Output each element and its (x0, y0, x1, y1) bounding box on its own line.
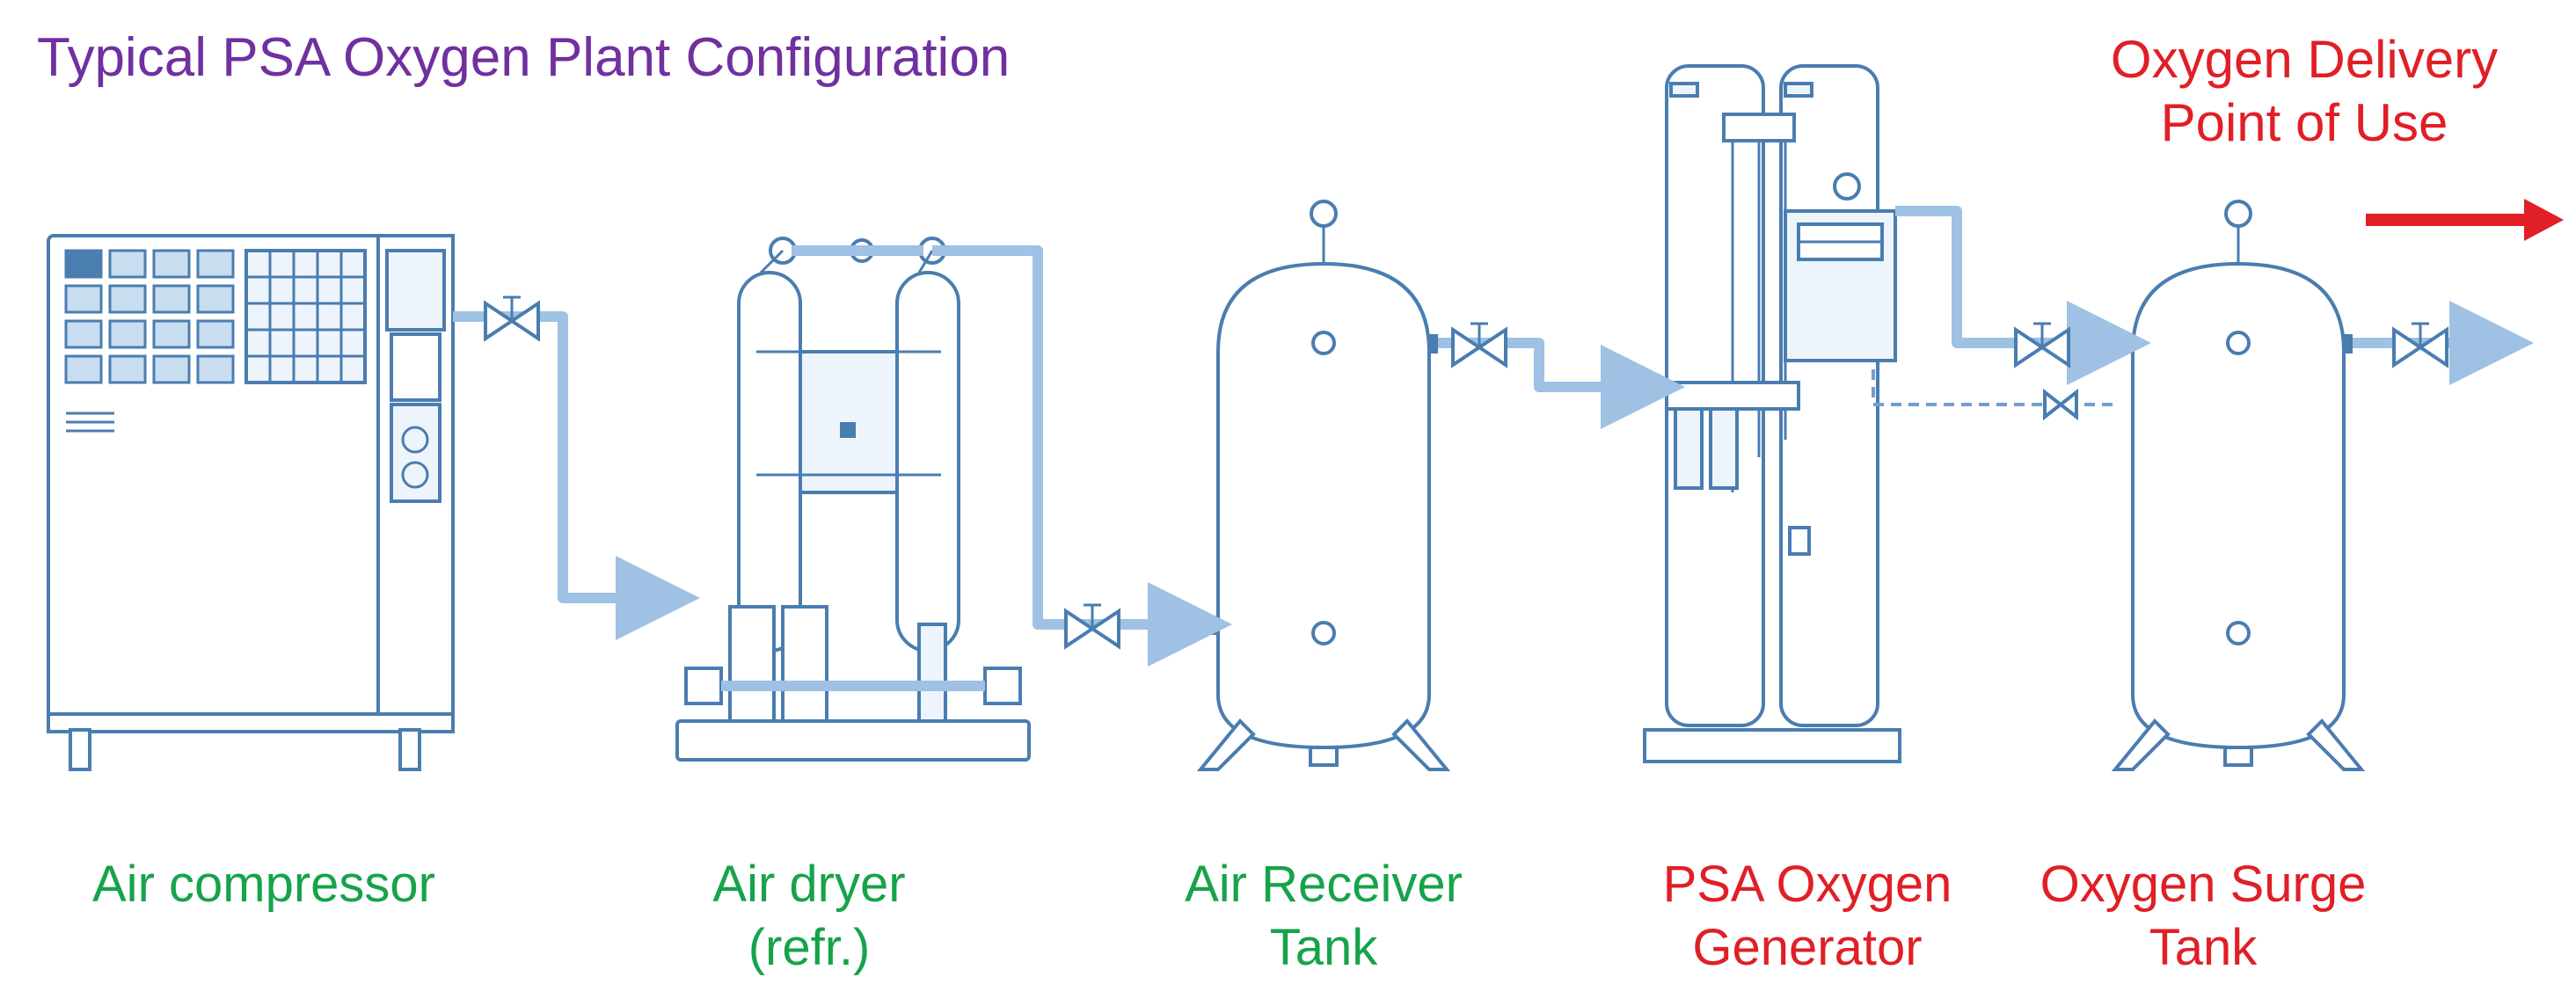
valve-icon (1451, 322, 1507, 368)
psa-oxygen-generator-label: PSA Oxygen Generator (1609, 853, 2005, 980)
stage-label-line2: Tank (2149, 919, 2258, 976)
valve-icon (1064, 603, 1120, 650)
air-dryer-illustration (675, 237, 1031, 762)
stage-label-line2: (refr.) (748, 919, 871, 976)
oxygen-surge-tank-illustration (2111, 200, 2366, 771)
air-receiver-tank-label: Air Receiver Tank (1126, 853, 1522, 980)
stage-label-line2: Generator (1692, 919, 1923, 976)
stage-label-line1: PSA Oxygen (1662, 856, 1952, 913)
delivery-label: Oxygen Delivery Point of Use (2040, 28, 2568, 155)
valve-icon (2043, 388, 2078, 421)
diagram-title: Typical PSA Oxygen Plant Configuration (37, 27, 1011, 88)
stage-label-line1: Air dryer (712, 856, 906, 913)
air-receiver-tank-illustration (1196, 200, 1451, 771)
air-compressor-label: Air compressor (35, 853, 493, 916)
stage-label-line1: Air Receiver (1185, 856, 1463, 913)
stage-label-line2: Tank (1269, 919, 1378, 976)
delivery-arrow-icon (2366, 199, 2564, 241)
delivery-label-line2: Point of Use (2160, 93, 2448, 152)
delivery-label-line1: Oxygen Delivery (2110, 30, 2499, 89)
psa-oxygen-generator-illustration (1643, 64, 1901, 763)
valve-icon (484, 295, 540, 342)
air-dryer-label: Air dryer (refr.) (651, 853, 967, 980)
valve-icon (2392, 322, 2448, 368)
stage-label-line1: Oxygen Surge (2040, 856, 2367, 913)
valve-icon (2014, 322, 2070, 368)
air-compressor-illustration (47, 234, 455, 771)
stage-label-line1: Air compressor (92, 856, 435, 913)
oxygen-surge-tank-label: Oxygen Surge Tank (2005, 853, 2401, 980)
